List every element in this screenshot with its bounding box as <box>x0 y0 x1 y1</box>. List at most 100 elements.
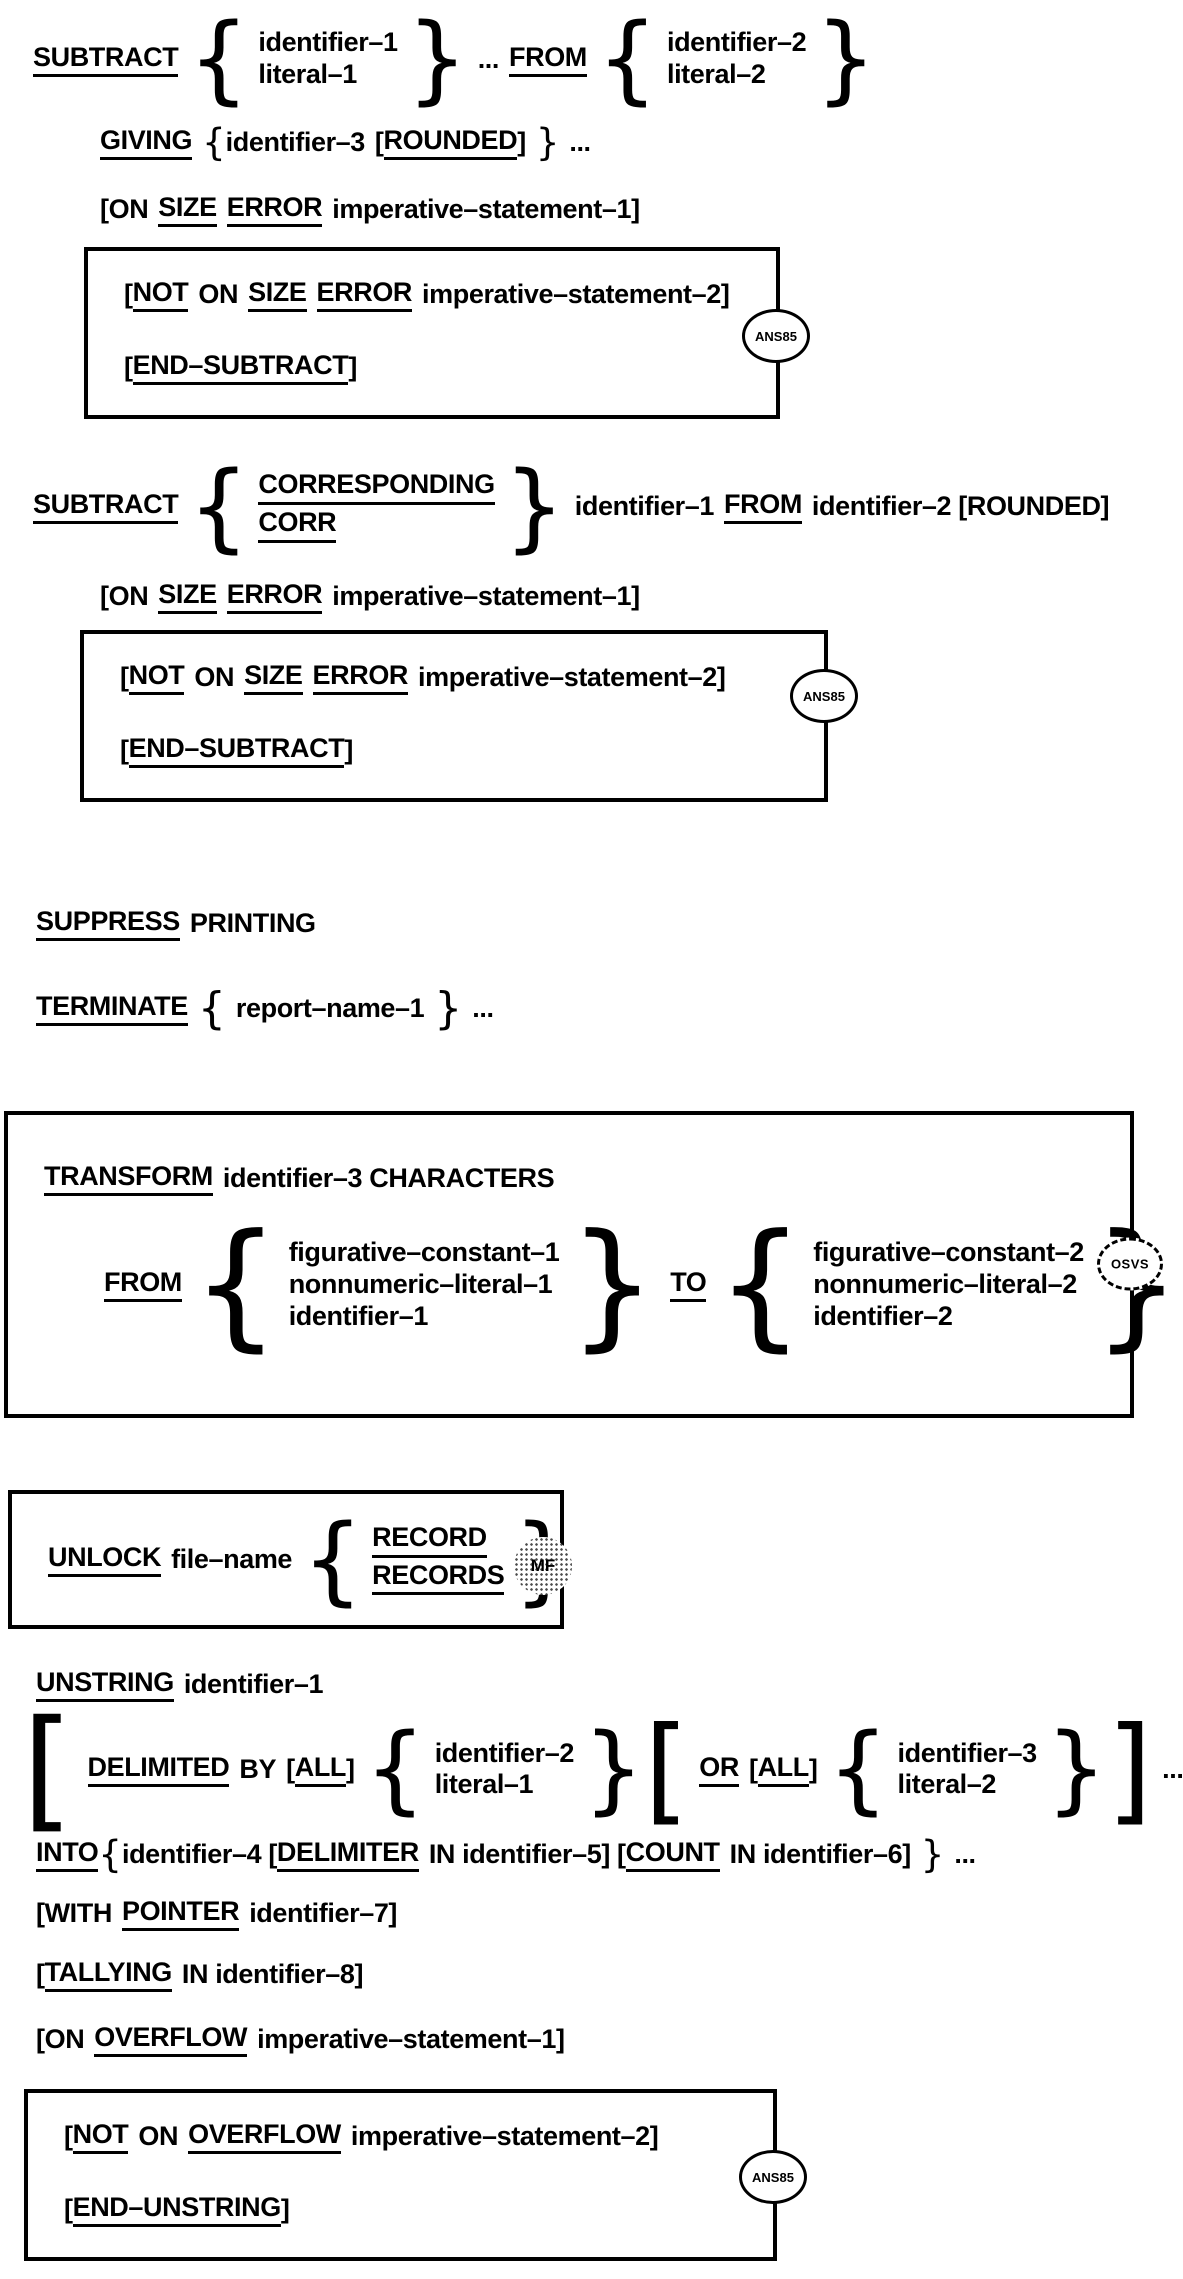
unstring-overflow-line: [ON OVERFLOW imperative–statement–1] <box>36 2022 1183 2058</box>
open-brace-glyph: { <box>827 1713 889 1826</box>
in-identifier-6-text: IN identifier–6] <box>729 1838 912 1869</box>
keyword-to: TO <box>670 1267 707 1303</box>
ellipsis: ... <box>954 1838 976 1869</box>
from-choice-group: { figurative–constant–1 nonnumeric–liter… <box>192 1204 656 1365</box>
bracket-on-text: [ON <box>100 580 149 611</box>
delimiter-choice-group: { identifier–2 literal–1 } <box>364 1713 644 1826</box>
ans85-syntax-box-subtract2: [ NOT ON SIZE ERROR imperative–statement… <box>80 629 858 802</box>
keyword-corresponding: CORRESPONDING <box>258 469 495 505</box>
open-brace-glyph: { <box>98 1832 122 1876</box>
keyword-from: FROM <box>509 42 587 77</box>
ans85-badge: ANS85 <box>742 309 810 364</box>
close-bracket: ] <box>348 352 357 382</box>
word-on: ON <box>138 2121 179 2152</box>
open-bracket: [ <box>124 352 133 382</box>
unstring-into-line: INTO { identifier–4 [ DELIMITER IN ident… <box>36 1832 1183 1876</box>
or-delimiter-choice-group: { identifier–3 literal–2 } <box>827 1713 1107 1826</box>
operand-literal-1: literal–1 <box>258 59 357 89</box>
not-overflow-line: [ NOT ON OVERFLOW imperative–statement–2… <box>64 2119 773 2155</box>
open-brace-glyph: { <box>197 983 226 1035</box>
operand-literal-2: literal–2 <box>897 1769 997 1800</box>
keyword-size: SIZE <box>158 192 217 227</box>
keyword-giving: GIVING <box>100 125 193 160</box>
operand-choice-group: { identifier–2 literal–2 } <box>596 3 877 115</box>
osvs-syntax-box-transform: TRANSFORM identifier–3 CHARACTERS FROM {… <box>4 1110 1181 1418</box>
keyword-into: INTO <box>36 1837 99 1872</box>
keyword-subtract: SUBTRACT <box>33 42 179 77</box>
operand-stack: identifier–2 literal–1 <box>434 1737 575 1802</box>
keyword-end-subtract: END–SUBTRACT <box>132 350 349 385</box>
close-brace-glyph: } <box>535 120 560 164</box>
keyword-suppress: SUPPRESS <box>36 906 180 941</box>
imperative-statement-text: imperative–statement–1] <box>257 2024 565 2055</box>
keyword-overflow: OVERFLOW <box>94 2022 247 2058</box>
close-bracket: ] <box>344 734 353 765</box>
operand-identifier-3: identifier–3 <box>897 1737 1038 1768</box>
open-brace-glyph: { <box>188 3 250 115</box>
open-brace-glyph: { <box>364 1713 426 1826</box>
box-content: [ NOT ON SIZE ERROR imperative–statement… <box>84 634 824 798</box>
close-brace-glyph: } <box>920 1832 945 1876</box>
close-brace-glyph: } <box>1045 1713 1107 1826</box>
keyword-records: RECORDS <box>372 1560 505 1596</box>
operand-identifier-2: identifier–2 <box>434 1737 575 1768</box>
ans85-badge: ANS85 <box>739 2150 807 2205</box>
operand-identifier-2-rounded: identifier–2 [ROUNDED] <box>811 491 1110 522</box>
close-brace-glyph: } <box>406 3 468 115</box>
open-bracket: [ <box>64 2194 73 2225</box>
subtract-format1-size-error-line: [ON SIZE ERROR imperative–statement–1] <box>100 192 1183 227</box>
subtract-corresponding-line1: SUBTRACT { CORRESPONDING CORR } identifi… <box>33 451 1183 563</box>
keyword-end-unstring: END–UNSTRING <box>72 2192 281 2228</box>
unstring-tallying-line: [ TALLYING IN identifier–8] <box>36 1957 1183 1993</box>
open-brace-glyph: { <box>596 3 658 115</box>
mf-badge: MF <box>514 1537 572 1596</box>
mf-syntax-box-unlock: UNLOCK file–name { RECORD RECORDS } MF <box>8 1489 574 1630</box>
close-brace-glyph: } <box>434 983 463 1035</box>
open-bracket: [ <box>374 126 384 157</box>
keyword-error: ERROR <box>312 660 408 695</box>
open-bracket: [ <box>286 1753 295 1784</box>
subtract-format1-giving-line: GIVING { identifier–3 [ ROUNDED ] } ... <box>100 120 1183 164</box>
ans85-syntax-box-subtract1: [ NOT ON SIZE ERROR imperative–statement… <box>84 247 810 419</box>
ellipsis: ... <box>569 126 591 157</box>
operand-identifier-1: identifier–1 <box>288 1300 429 1331</box>
open-bracket: [ <box>64 2121 73 2152</box>
close-bracket: ] <box>517 126 526 157</box>
ellipsis: ... <box>472 993 494 1024</box>
operand-identifier-2: identifier–2 <box>666 27 807 58</box>
keyword-delimiter: DELIMITER <box>276 1837 419 1872</box>
keyword-not: NOT <box>128 660 185 695</box>
box-content: UNLOCK file–name { RECORD RECORDS } <box>12 1494 574 1626</box>
operand-identifier-4: identifier–4 [ <box>121 1838 277 1869</box>
operand-identifier-3: identifier–3 <box>225 126 366 157</box>
operand-report-name: report–name–1 <box>235 993 425 1024</box>
box-content: [ NOT ON OVERFLOW imperative–statement–2… <box>28 2093 773 2257</box>
keyword-rounded: ROUNDED <box>383 125 518 160</box>
operand-identifier-1: identifier–1 <box>183 1669 324 1700</box>
keyword-overflow: OVERFLOW <box>188 2119 341 2155</box>
bracket-with-text: [WITH <box>36 1898 112 1929</box>
keyword-error: ERROR <box>316 277 412 312</box>
keyword-delimited: DELIMITED <box>87 1752 230 1787</box>
keyword-count: COUNT <box>625 1837 720 1872</box>
record-keyword-stack: RECORD RECORDS <box>372 1522 505 1598</box>
not-size-error-line: [ NOT ON SIZE ERROR imperative–statement… <box>120 660 824 695</box>
close-bracket: ] <box>280 2194 290 2225</box>
subtract-format1-line1: SUBTRACT { identifier–1 literal–1 } ... … <box>33 3 1183 115</box>
end-subtract-line: [ END–SUBTRACT ] <box>124 350 776 385</box>
corresponding-choice-group: { CORRESPONDING CORR } <box>188 451 564 563</box>
close-bracket: ] <box>808 1753 818 1784</box>
box-content: TRANSFORM identifier–3 CHARACTERS FROM {… <box>8 1115 1181 1414</box>
inner-open-bracket-glyph: [ <box>644 1701 690 1837</box>
box-content: [ NOT ON SIZE ERROR imperative–statement… <box>88 251 776 415</box>
imperative-statement-text: imperative–statement–2] <box>418 661 726 692</box>
keyword-stack: CORRESPONDING CORR <box>258 469 495 545</box>
suppress-line: SUPPRESS PRINTING <box>36 906 1183 941</box>
keyword-terminate: TERMINATE <box>36 991 188 1027</box>
open-brace-glyph: { <box>202 120 226 164</box>
keyword-not: NOT <box>132 277 189 312</box>
close-brace-glyph: } <box>815 3 877 115</box>
unstring-pointer-line: [WITH POINTER identifier–7] <box>36 1896 1183 1932</box>
operand-identifier-7: identifier–7] <box>249 1898 398 1929</box>
operand-stack: identifier–3 literal–2 <box>897 1737 1038 1802</box>
